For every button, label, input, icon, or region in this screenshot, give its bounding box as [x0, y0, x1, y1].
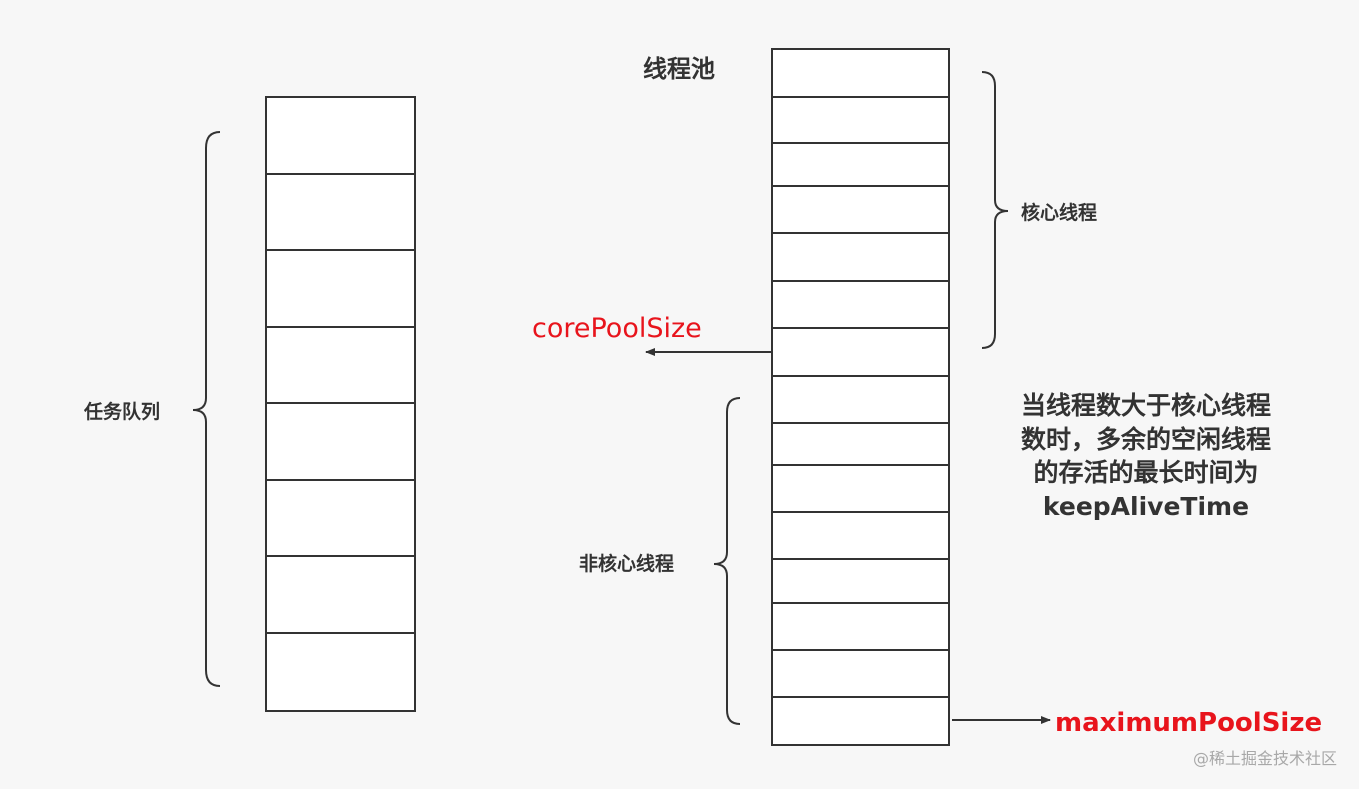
task-queue-brace	[192, 131, 221, 687]
thread-pool	[771, 48, 950, 746]
keep-alive-note-line: 的存活的最长时间为	[1033, 458, 1258, 487]
thread-pool-dividers	[772, 96, 949, 698]
core-threads-brace	[981, 71, 1009, 349]
non-core-threads-label: 非核心线程	[579, 552, 674, 575]
task-queue-dividers	[266, 173, 415, 634]
core-threads-label: 核心线程	[1021, 201, 1097, 224]
keep-alive-note-line: keepAliveTime	[1043, 492, 1249, 521]
core-pool-size-label: corePoolSize	[532, 313, 702, 344]
task-queue	[265, 96, 416, 712]
watermark: @稀土掘金技术社区	[1193, 749, 1337, 768]
thread-pool-frame	[771, 48, 950, 746]
keep-alive-note-line: 数时，多余的空闲线程	[1021, 425, 1271, 454]
non-core-threads-brace	[713, 397, 741, 725]
task-queue-label: 任务队列	[83, 400, 160, 423]
keep-alive-note-line: 当线程数大于核心线程	[1021, 391, 1271, 420]
thread-pool-title: 线程池	[643, 55, 715, 83]
maximum-pool-size-label: maximumPoolSize	[1055, 708, 1322, 738]
keep-alive-note: 当线程数大于核心线程 数时，多余的空闲线程 的存活的最长时间为 keepAliv…	[1021, 391, 1271, 521]
